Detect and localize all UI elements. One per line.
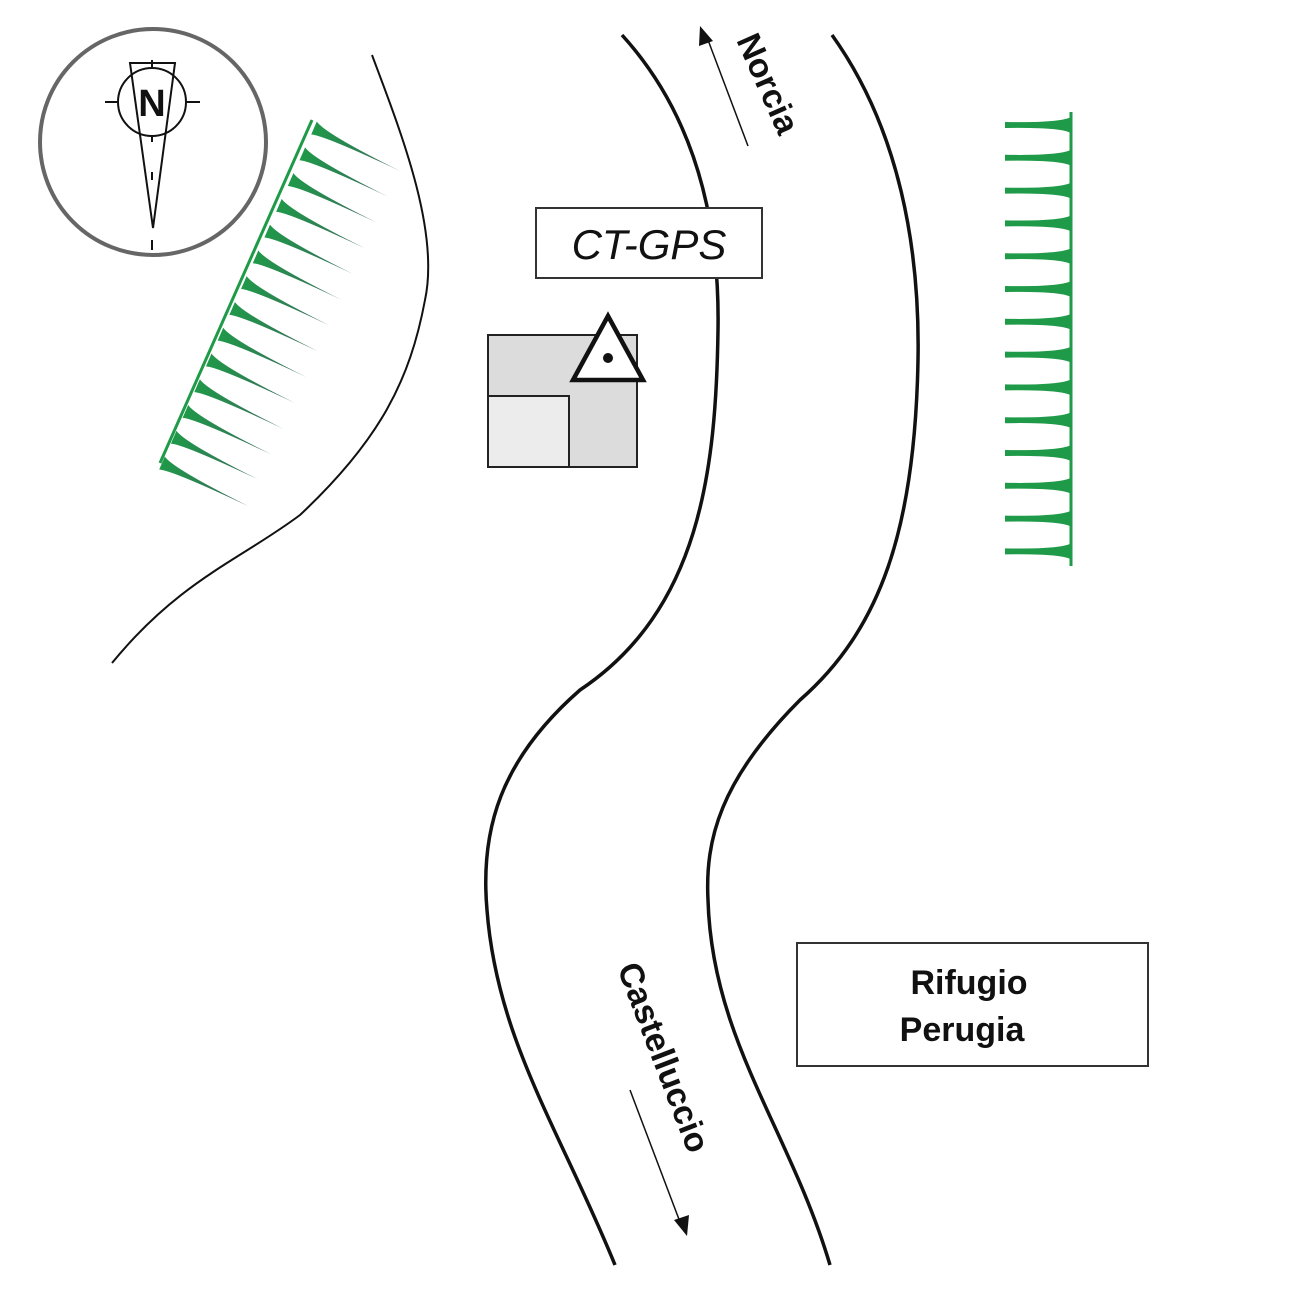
escarpment-crest-line: [158, 119, 314, 464]
escarpment-east: [1005, 112, 1073, 566]
direction-north: Norcia: [699, 26, 807, 147]
contour-line: [111, 54, 430, 664]
escarpment-hachure-icon: [1005, 182, 1071, 199]
escarpment-hachure-icon: [1005, 379, 1071, 396]
refuge-label-box: Rifugio Perugia: [796, 942, 1149, 1067]
escarpment-hachure-icon: [1005, 445, 1071, 461]
escarpment-hachure-icon: [1005, 149, 1071, 166]
escarpment-hachure-icon: [276, 198, 365, 249]
escarpment-hachure-icon: [170, 430, 260, 481]
escarpment-hachure-icon: [1005, 412, 1071, 429]
south-destination-label: Castelluccio: [610, 957, 717, 1158]
escarpment-hachure-icon: [252, 250, 342, 300]
escarpment-hachure-icon: [182, 405, 272, 455]
escarpment-hachure-icon: [311, 121, 400, 171]
road-edge-east: [705, 33, 920, 1266]
refuge-label-line2: Perugia: [900, 1011, 1026, 1049]
compass-rose-icon: N: [38, 27, 268, 257]
refuge-label-line1: Rifugio: [910, 964, 1027, 1002]
arrow-icon: [629, 1089, 681, 1223]
escarpment-hachure-icon: [194, 379, 284, 429]
direction-south: Castelluccio: [610, 957, 717, 1236]
station-label: CT-GPS: [572, 221, 727, 268]
escarpment-hachure-icon: [159, 456, 248, 506]
escarpment-hachure-icon: [1005, 281, 1071, 297]
escarpment-hachure-icon: [229, 301, 319, 352]
escarpment-hachure-icon: [1005, 346, 1071, 363]
escarpment-hachure-icon: [287, 173, 377, 223]
gps-station-triangle-icon: [569, 311, 647, 383]
escarpment-hachure-icon: [241, 276, 330, 326]
station-label-box: CT-GPS: [535, 207, 763, 279]
compass-north-letter: N: [138, 83, 165, 125]
escarpment-hachure-icon: [1005, 117, 1071, 133]
escarpment-hachure-icon: [217, 327, 307, 378]
escarpment-hachure-icon: [1005, 248, 1071, 265]
escarpment-hachure-icon: [264, 224, 354, 275]
escarpment-hachure-icon: [1005, 543, 1071, 560]
escarpment-west: [158, 119, 400, 506]
escarpment-hachure-icon: [1005, 510, 1071, 527]
escarpment-hachure-icon: [205, 353, 295, 403]
escarpment-hachure-icon: [1005, 215, 1071, 232]
escarpment-hachure-icon: [1005, 477, 1071, 494]
arrow-icon: [707, 39, 749, 147]
escarpment-hachure-icon: [299, 147, 389, 197]
escarpment-hachure-icon: [1005, 313, 1071, 330]
